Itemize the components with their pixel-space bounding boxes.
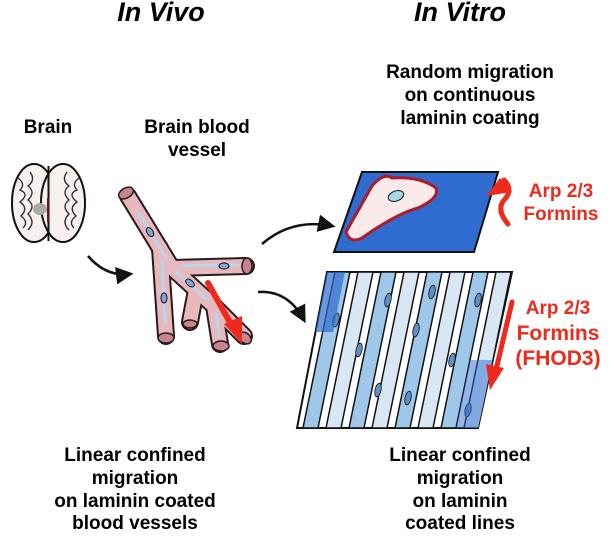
random-cell-nucleus	[387, 190, 405, 202]
arrow-to-linear-lines	[257, 290, 306, 324]
linear-lines-surface	[295, 271, 514, 429]
caption-in-vitro: Linear confined migration on laminin coa…	[360, 445, 560, 536]
caption-in-vivo-line1: Linear confined	[64, 445, 206, 466]
caption-in-vitro-line2: migration	[416, 467, 504, 489]
brain-gray-region	[33, 203, 47, 215]
arrow-to-random-surface	[261, 214, 336, 245]
label-random-migration: Random migration on continuous laminin c…	[360, 62, 580, 130]
label-random-migration-line1: Random migration	[386, 62, 554, 83]
label-brain-blood-vessel-line1: Brain blood	[144, 117, 250, 138]
label-random-proteins: Arp 2/3 Formins	[514, 181, 608, 227]
label-linear-proteins: Arp 2/3 Formins (FHOD3)	[500, 298, 616, 371]
label-random-migration-line3: laminin coating	[400, 107, 540, 129]
label-random-arp23: Arp 2/3	[528, 181, 594, 202]
arrow-brain-to-vessel	[87, 255, 134, 285]
label-random-migration-line2: on continuous	[404, 84, 536, 106]
random-migration-surface	[332, 171, 500, 253]
caption-in-vitro-line3: on laminin	[412, 490, 508, 512]
caption-in-vitro-line4: coated lines	[405, 513, 515, 535]
heading-in-vivo: In Vivo	[117, 0, 205, 27]
vessel-migration-arrow	[205, 280, 242, 344]
caption-in-vivo-line3: on laminin coated	[54, 490, 216, 512]
label-brain: Brain	[23, 117, 73, 138]
label-linear-formins: Formins	[516, 321, 600, 345]
blood-vessel-illustration	[117, 186, 255, 353]
caption-in-vivo: Linear confined migration on laminin coa…	[20, 445, 250, 536]
brain-illustration	[11, 163, 86, 243]
label-brain-blood-vessel: Brain blood vessel	[128, 117, 266, 163]
caption-in-vivo-line4: blood vessels	[72, 513, 198, 535]
random-migration-arrow	[486, 177, 512, 227]
label-linear-fhod3: (FHOD3)	[515, 346, 601, 370]
label-random-formins: Formins	[523, 203, 599, 225]
caption-in-vivo-line2: migration	[91, 467, 179, 489]
label-linear-arp23: Arp 2/3	[525, 298, 591, 319]
label-brain-blood-vessel-line2: vessel	[167, 139, 227, 161]
caption-in-vitro-line1: Linear confined	[389, 445, 531, 466]
linear-migration-arrow	[486, 299, 515, 390]
heading-in-vitro: In Vitro	[414, 0, 506, 27]
